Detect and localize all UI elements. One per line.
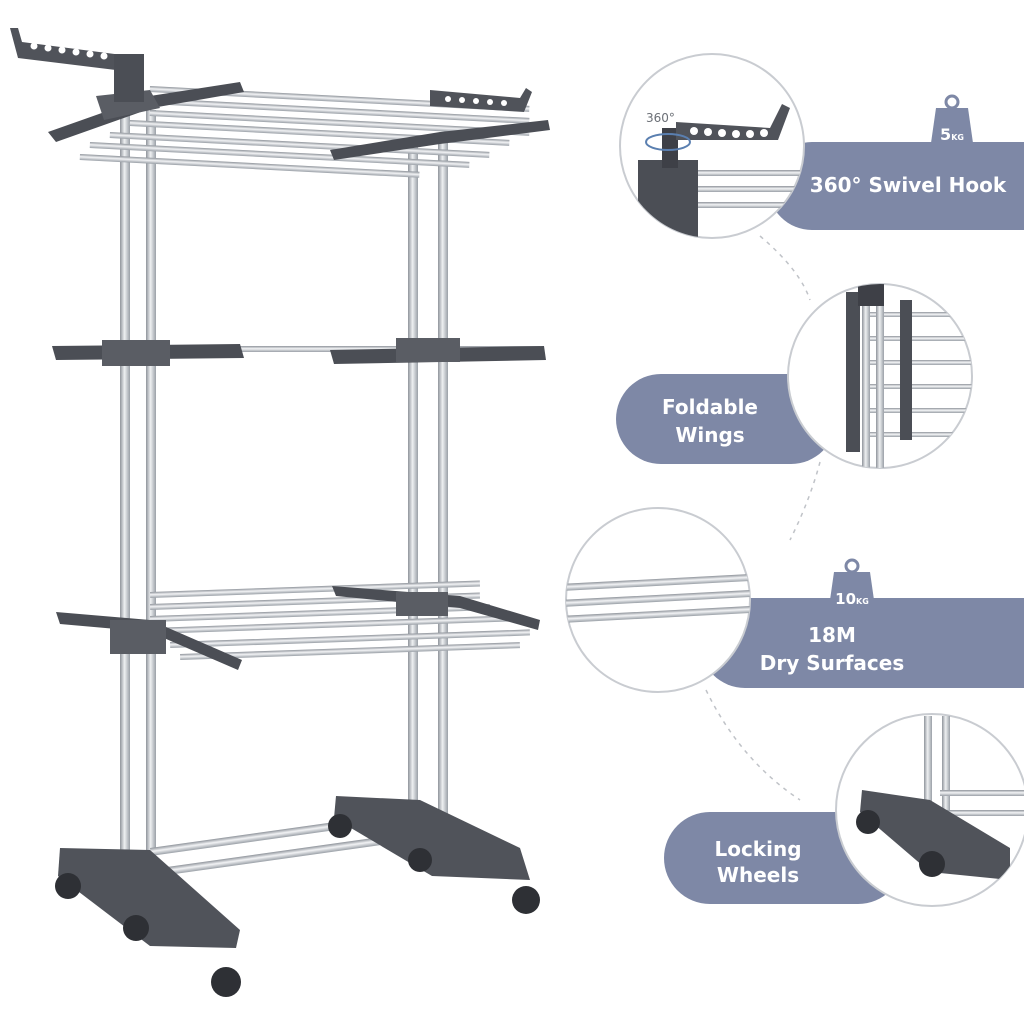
feature-label-2: Dry Surfaces: [760, 651, 905, 675]
feature-label: 360° Swivel Hook: [810, 173, 1007, 197]
feature-locking-wheels: Locking Wheels: [664, 713, 1024, 907]
rack-uprights: [120, 110, 448, 880]
drying-rack: [10, 28, 550, 997]
feature-swivel-hook: 360° 360° Swivel Hook: [619, 53, 1024, 239]
feature-dry-surfaces: 18M Dry Surfaces: [565, 507, 1024, 693]
caster-wheel-icon: [856, 716, 1024, 880]
angle-label: 360°: [646, 111, 675, 125]
weight-value: 5: [940, 125, 951, 144]
connector-lines: [705, 235, 821, 801]
weight-unit: KG: [856, 597, 869, 606]
svg-text:5KG: 5KG: [940, 125, 964, 144]
rack-base: [55, 796, 540, 997]
feature-foldable-wings: Foldable Wings: [616, 283, 973, 469]
weight-icon-bottom: 10KG: [828, 558, 876, 614]
rotate-360-icon: 360°: [645, 111, 691, 151]
bottom-shelf: [56, 580, 540, 670]
swivel-hook-right: [430, 88, 532, 112]
swivel-hook-left: [10, 28, 144, 102]
svg-text:10KG: 10KG: [835, 590, 869, 608]
feature-label: Foldable: [662, 395, 758, 419]
weight-icon-top: 5KG: [930, 94, 974, 150]
feature-label: Locking: [714, 837, 801, 861]
middle-shelf: [52, 338, 546, 366]
top-shelf: [10, 28, 550, 178]
feature-label: 18M: [808, 623, 856, 647]
weight-value: 10: [835, 590, 856, 608]
foldable-wing-icon: [846, 284, 912, 452]
feature-label-2: Wheels: [717, 863, 799, 887]
weight-unit: KG: [951, 133, 964, 142]
steel-rod-icon: [566, 573, 750, 623]
feature-badge: [616, 374, 836, 464]
feature-label-2: Wings: [675, 423, 744, 447]
caster-wheels: [55, 814, 540, 997]
